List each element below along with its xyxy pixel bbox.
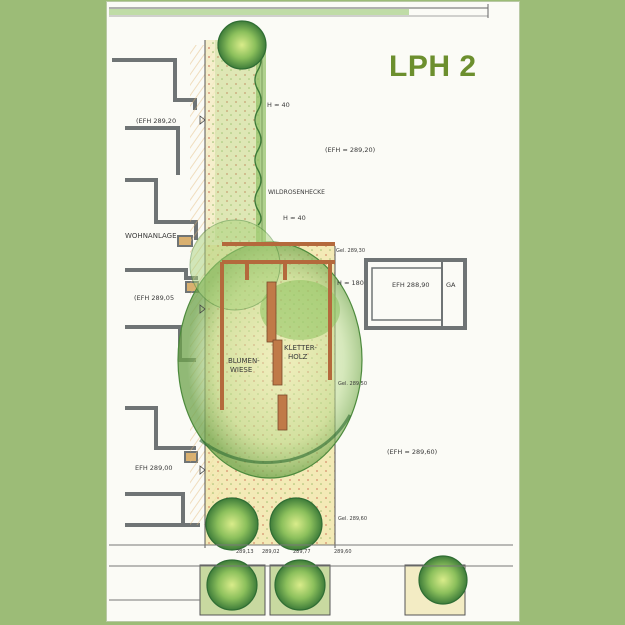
label-bottom-3: 289,77 <box>293 549 311 555</box>
label-gel-1: Gel. 289,30 <box>336 248 365 254</box>
label-wildrosenhecke: WILDROSENHECKE <box>268 189 325 196</box>
street-edge <box>109 544 513 601</box>
label-kletterholz-2: HOLZ <box>288 353 308 361</box>
label-h40b: H ≈ 40 <box>283 214 306 222</box>
residential-building <box>112 58 200 527</box>
climbing-wood <box>266 281 288 431</box>
top-edge-lines <box>109 4 489 18</box>
entrance-markers <box>199 115 206 475</box>
tree-canopy-mid <box>260 280 340 340</box>
garage <box>364 258 467 330</box>
label-h180: H ≈ 180 <box>337 279 364 287</box>
label-efh-right-top: (EFH ≈ 289,20) <box>325 146 375 154</box>
label-efh-garage: EFH 288,90 <box>392 281 430 289</box>
label-bottom-1: 289,13 <box>236 549 254 555</box>
page-title: LPH 2 <box>389 50 477 83</box>
label-efh-1: (EFH 289,20 <box>136 117 176 125</box>
label-kletterholz-1: KLETTER- <box>284 344 317 352</box>
label-ga: GA <box>446 281 456 289</box>
label-wohnanlage: WOHNANLAGE <box>125 232 177 240</box>
label-efh-2: (EFH 289,05 <box>134 294 174 302</box>
label-efh-right-low: (EFH ≈ 289,60) <box>387 448 437 456</box>
wild-rose-hedge <box>254 40 266 245</box>
label-gel-3: Gel. 289,60 <box>338 516 367 522</box>
label-blumenwiese-2: WIESE <box>230 366 252 374</box>
pergola-frame <box>220 242 335 410</box>
label-efh-3: EFH 289,00 <box>135 464 173 472</box>
tree-shadow-stroke <box>199 414 352 464</box>
bottom-trees <box>199 20 468 616</box>
label-bottom-2: 289,02 <box>262 549 280 555</box>
label-blumenwiese-1: BLUMEN- <box>228 357 260 365</box>
label-gel-2: Gel. 289,50 <box>338 381 367 387</box>
label-bottom-4: 289,60 <box>334 549 352 555</box>
label-h40: H ≈ 40 <box>267 101 290 109</box>
